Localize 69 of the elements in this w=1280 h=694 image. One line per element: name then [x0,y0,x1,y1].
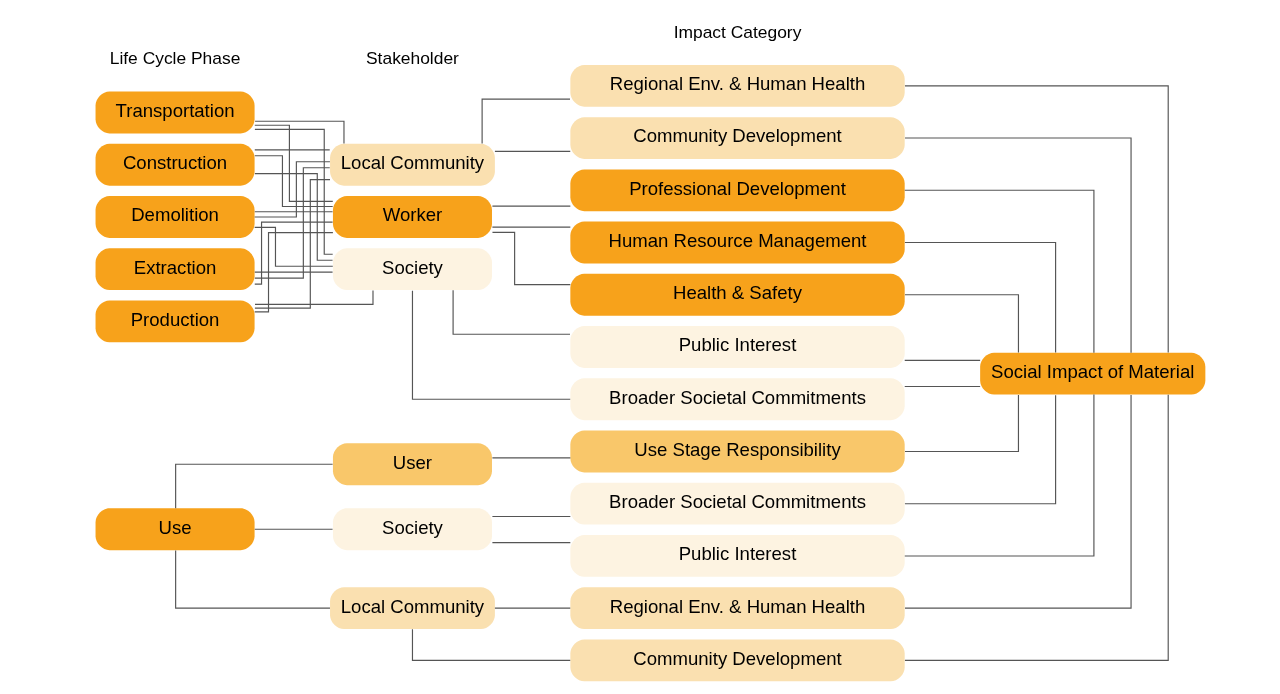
label: Stakeholder [366,48,459,69]
label: Impact Category [673,21,802,42]
connector [254,128,334,255]
node-box: Local Community [330,143,495,186]
connector [254,161,331,218]
connector [254,271,334,273]
connector [491,457,571,459]
node-box: Regional Env. & Human Health [570,587,905,630]
node-box: Society [332,248,492,291]
connector [175,463,334,509]
node-box: Regional Env. & Human Health [570,64,905,107]
connector [254,167,331,279]
node-box: User [332,443,492,486]
connector [254,124,334,202]
connector [904,394,1132,609]
node-box: Public Interest [570,535,905,577]
node-box: Use Stage Responsibility [570,430,905,473]
connector [491,542,571,544]
connector [254,232,334,313]
connector [481,98,571,145]
node-box: Production [95,300,255,343]
connector [491,231,571,286]
connector [904,137,1132,354]
connector [491,205,571,207]
node-box: Transportation [95,91,255,134]
connector [904,394,1057,505]
connector [904,294,1020,354]
node-box: Society [332,508,492,551]
connector [904,394,1020,453]
connector [254,179,331,309]
node-box: Social Impact of Material [980,352,1206,395]
connector [254,155,334,208]
connector [904,85,1169,354]
connector [904,359,981,361]
node-box: Extraction [95,248,255,291]
connector [904,189,1095,354]
node-box: Construction [95,143,255,186]
connector [411,628,571,662]
connector [254,211,334,213]
connector [254,120,345,145]
connector [494,150,571,152]
connector [175,549,331,609]
connector [491,226,571,228]
node-box: Human Resource Management [570,221,905,264]
node-box: Community Development [570,117,905,159]
connector [904,394,1169,662]
node-box: Health & Safety [570,273,905,316]
connector [452,289,571,335]
connector [411,290,571,400]
connector [254,226,334,267]
node-box: Use [95,508,255,551]
connector [254,221,334,285]
node-box: Professional Development [570,169,905,212]
node-box: Local Community [330,587,495,630]
connector [904,394,1095,557]
label: Life Cycle Phase [109,48,241,69]
connector [904,385,981,388]
connector [494,607,571,609]
connector [254,528,334,530]
connector [491,515,571,518]
node-box: Broader Societal Commitments [570,378,905,421]
node-box: Demolition [95,196,255,238]
connector [254,149,331,151]
node-box: Community Development [570,639,905,682]
node-box: Public Interest [570,326,905,368]
node-box: Worker [332,196,492,238]
node-box: Broader Societal Commitments [570,482,905,525]
connector [904,241,1057,354]
connector [254,173,334,261]
